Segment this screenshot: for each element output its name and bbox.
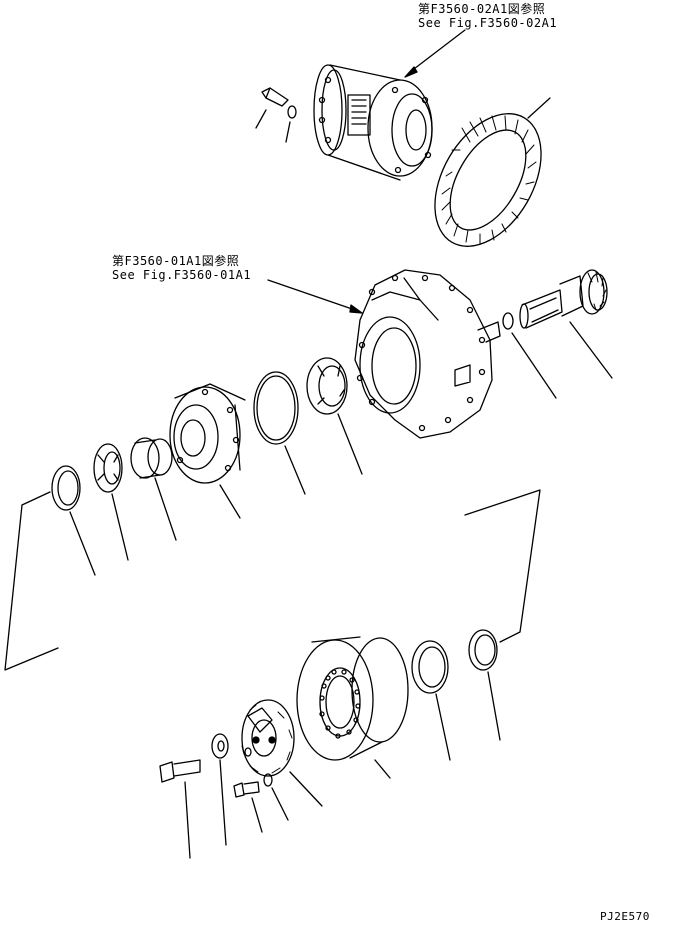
bearing-race xyxy=(131,438,176,540)
bearing-mid xyxy=(307,358,362,474)
washer-small xyxy=(264,774,288,820)
differential-assembly xyxy=(314,65,432,180)
ref-mid-en: See Fig.F3560-01A1 xyxy=(112,268,252,282)
pinion-shaft xyxy=(520,270,612,378)
gasket-ring xyxy=(254,372,305,494)
seal-mid xyxy=(52,466,95,575)
bracket-right xyxy=(465,490,540,642)
flange-plate xyxy=(242,700,322,806)
cage xyxy=(170,384,245,518)
washer-top xyxy=(286,106,296,142)
bracket-left xyxy=(5,492,58,670)
ref-mid-arrow xyxy=(268,280,362,313)
nut-tiny xyxy=(245,748,251,756)
bolt-top xyxy=(256,88,288,128)
o-ring-small xyxy=(503,313,556,398)
bearing-cone xyxy=(94,444,128,560)
ref-top-jp: 第F3560-02A1図参照 xyxy=(418,2,546,16)
drawing-code: PJ2E570 xyxy=(600,910,650,923)
ref-top-en: See Fig.F3560-02A1 xyxy=(418,16,558,30)
ref-mid-jp: 第F3560-01A1図参照 xyxy=(112,254,240,268)
seal-lower-a xyxy=(412,641,450,760)
ref-top-arrow xyxy=(405,30,465,77)
carrier-housing xyxy=(355,270,500,438)
coupling-drum xyxy=(297,637,408,778)
ring-gear xyxy=(413,95,563,265)
bolt-long xyxy=(160,760,200,858)
bolt-small xyxy=(234,782,262,832)
seal-lower-b xyxy=(469,630,500,740)
washer-large xyxy=(212,734,228,845)
